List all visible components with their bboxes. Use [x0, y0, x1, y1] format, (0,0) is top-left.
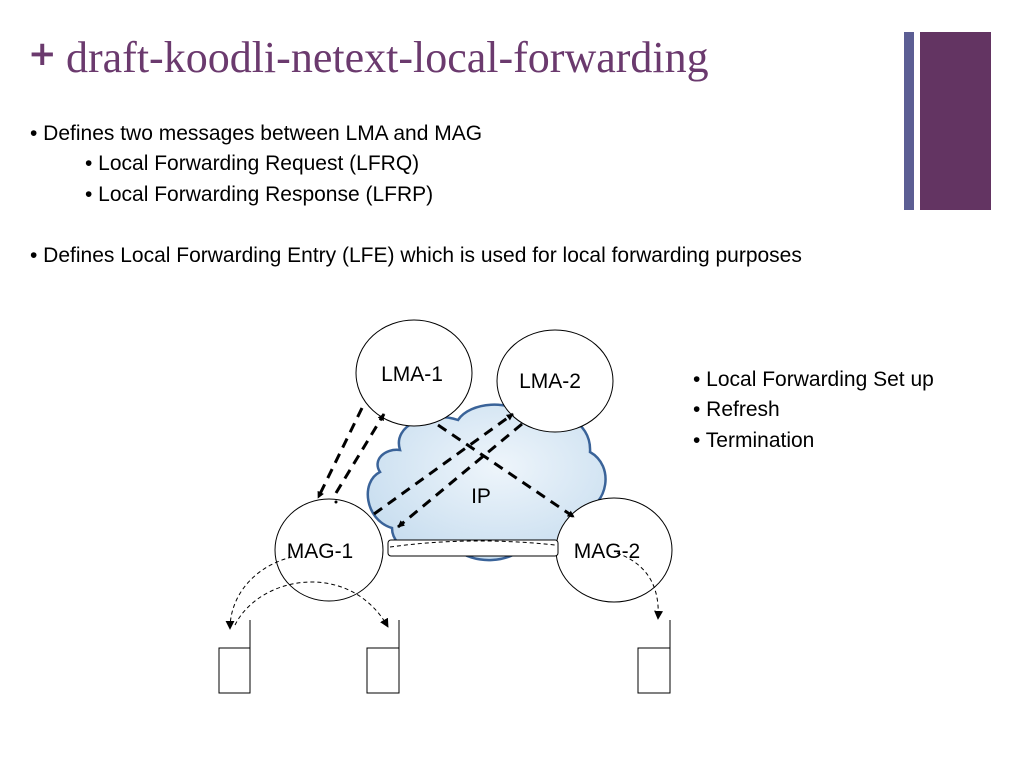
lma-2-node	[496, 329, 614, 433]
lma-2-label: LMA-2	[519, 370, 581, 393]
side-bullet-setup: • Local Forwarding Set up	[693, 368, 934, 391]
slide-title: draft-koodli-netext-local-forwarding	[66, 33, 709, 82]
arrow-lma2-to-mag1	[397, 422, 523, 529]
arrow-mag2-to-mn3	[616, 552, 664, 620]
arrow-mn1-to-mn2	[234, 581, 389, 628]
arrow-lma1-to-mag2	[437, 423, 575, 519]
accent-bar-thin	[904, 32, 914, 210]
bullet-lfe: • Defines Local Forwarding Entry (LFE) w…	[30, 244, 802, 267]
arrow-mag1-to-lma1	[334, 413, 386, 494]
bullet-messages: • Defines two messages between LMA and M…	[30, 122, 483, 145]
side-bullet-refresh: • Refresh	[693, 398, 780, 421]
mag-1-node	[274, 498, 384, 602]
side-bullet-termination: • Termination	[693, 429, 815, 452]
mobile-node-3	[637, 620, 671, 694]
ip-cloud-label: IP	[471, 485, 491, 508]
title-row: + draft-koodli-netext-local-forwarding	[28, 30, 888, 90]
mobile-node-2	[366, 620, 400, 694]
mobile-node-1	[218, 620, 251, 694]
arrow-mag1-to-mn1	[225, 556, 293, 630]
arrow-mag1-to-lma2	[373, 412, 514, 516]
bullet-lfrp: • Local Forwarding Response (LFRP)	[85, 183, 434, 206]
lma-1-node	[355, 319, 473, 427]
bullet-lfrq: • Local Forwarding Request (LFRQ)	[85, 152, 420, 175]
lma-1-label: LMA-1	[381, 363, 443, 386]
plus-icon: +	[28, 34, 57, 74]
accent-bar-thick	[920, 32, 991, 210]
junction-dot	[334, 500, 338, 504]
mag-2-label: MAG-2	[574, 540, 641, 563]
mag-1-label: MAG-1	[287, 540, 354, 563]
mag-link-bar	[387, 539, 559, 557]
